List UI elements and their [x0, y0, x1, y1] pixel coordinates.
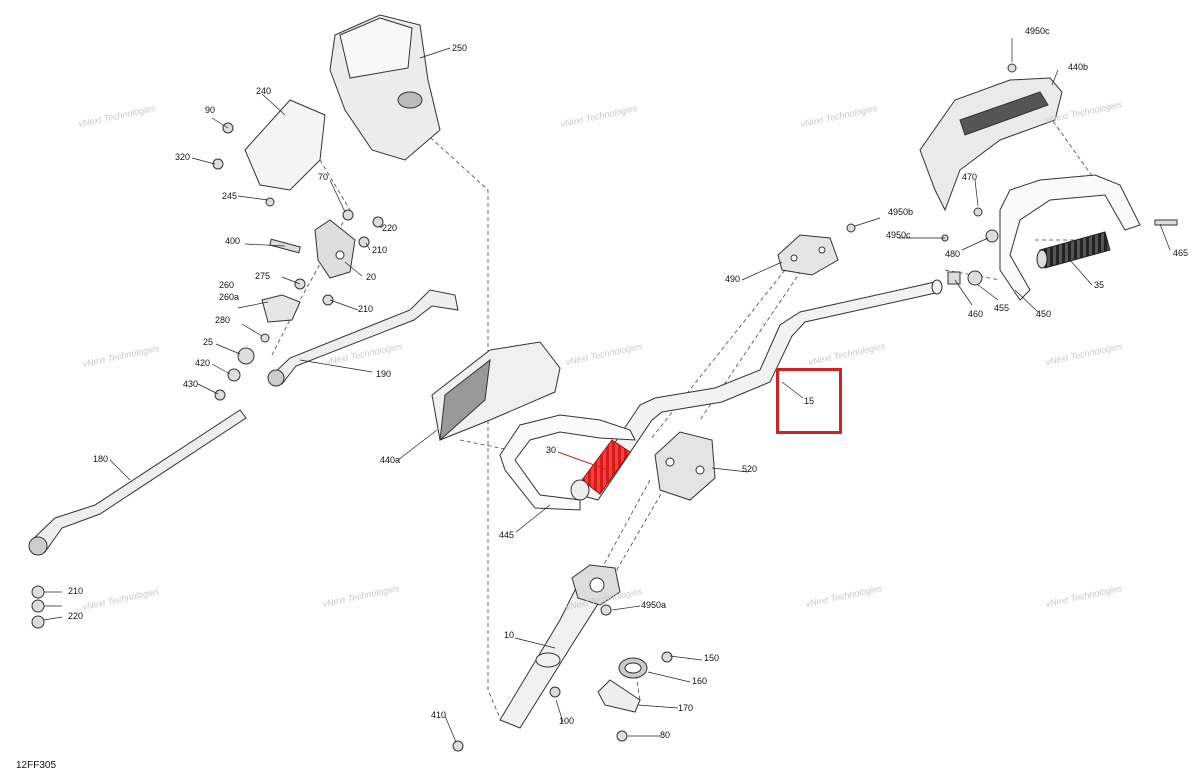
- callout-label[interactable]: 250: [452, 43, 468, 53]
- callout-label[interactable]: 460: [968, 309, 984, 319]
- callout-label[interactable]: 30: [546, 445, 557, 455]
- assembly-guide-lines: [271, 109, 1096, 719]
- callout-label[interactable]: 10: [504, 630, 515, 640]
- callout-label[interactable]: 280: [215, 315, 231, 325]
- callout-label[interactable]: 400: [225, 236, 241, 246]
- callout-label[interactable]: 4950b: [888, 207, 914, 217]
- callout-label[interactable]: 520: [742, 464, 758, 474]
- callout-label[interactable]: 420: [195, 358, 211, 368]
- clamp-520[interactable]: [654, 431, 716, 501]
- callout-label[interactable]: 210: [372, 245, 388, 255]
- callout-label[interactable]: 4950c: [886, 230, 911, 240]
- callout-label[interactable]: 220: [68, 611, 84, 621]
- callout-label[interactable]: 4950c: [1025, 26, 1050, 36]
- callout-label[interactable]: 450: [1036, 309, 1052, 319]
- callout-label[interactable]: 440a: [380, 455, 401, 465]
- grip-35[interactable]: [1036, 231, 1111, 269]
- callout-label[interactable]: 180: [93, 454, 109, 464]
- highlighted-part-label[interactable]: 15: [804, 396, 815, 406]
- callout-label[interactable]: 20: [366, 272, 377, 282]
- callout-label[interactable]: 470: [962, 172, 978, 182]
- callout-label[interactable]: 410: [431, 710, 447, 720]
- callout-label[interactable]: 190: [376, 369, 392, 379]
- bracket-240[interactable]: [244, 99, 326, 191]
- pitman-arm-20[interactable]: [314, 219, 356, 279]
- callout-label[interactable]: 80: [660, 730, 671, 740]
- handguard-right[interactable]: [919, 77, 1141, 301]
- callout-label[interactable]: 275: [255, 271, 271, 281]
- bearing-160[interactable]: [597, 657, 648, 713]
- callout-label[interactable]: 210: [358, 304, 374, 314]
- callout-label[interactable]: 35: [1094, 280, 1105, 290]
- callout-leader-lines: [43, 38, 1171, 743]
- callout-label[interactable]: 160: [692, 676, 708, 686]
- callout-label[interactable]: 4950a: [641, 600, 667, 610]
- callout-label[interactable]: 170: [678, 703, 694, 713]
- callout-label[interactable]: 240: [256, 86, 272, 96]
- callout-label[interactable]: 480: [945, 249, 961, 259]
- callout-label[interactable]: 430: [183, 379, 199, 389]
- callout-label[interactable]: 210: [68, 586, 84, 596]
- callout-label[interactable]: 320: [175, 152, 191, 162]
- callout-label[interactable]: 220: [382, 223, 398, 233]
- callout-label[interactable]: 100: [559, 716, 575, 726]
- handlebar-15[interactable]: [579, 279, 943, 501]
- power-steering-unit-250[interactable]: [329, 14, 441, 161]
- handguard-left[interactable]: [431, 341, 636, 511]
- callout-label[interactable]: 465: [1173, 248, 1189, 258]
- callout-label[interactable]: 445: [499, 530, 515, 540]
- grip-30-highlighted[interactable]: [570, 439, 631, 501]
- tie-rod-180[interactable]: [28, 409, 247, 556]
- steering-column-10[interactable]: [499, 564, 621, 729]
- callout-label[interactable]: 90: [205, 105, 216, 115]
- diagram-code: 12FF305: [16, 760, 57, 771]
- callout-label[interactable]: 25: [203, 337, 214, 347]
- callout-label[interactable]: 245: [222, 191, 238, 201]
- callout-label[interactable]: 440b: [1068, 62, 1089, 72]
- tie-rod-190[interactable]: [267, 289, 459, 387]
- highlighted-part-box[interactable]: [776, 368, 842, 434]
- callout-label[interactable]: 490: [725, 274, 741, 284]
- hardware-fasteners: [31, 63, 1178, 752]
- callout-label[interactable]: 260a: [219, 292, 240, 302]
- callout-label[interactable]: 150: [704, 653, 720, 663]
- callout-label[interactable]: 455: [994, 303, 1010, 313]
- callout-label[interactable]: 260: [219, 280, 235, 290]
- clamp-490[interactable]: [777, 234, 839, 276]
- callout-label[interactable]: 70: [318, 172, 329, 182]
